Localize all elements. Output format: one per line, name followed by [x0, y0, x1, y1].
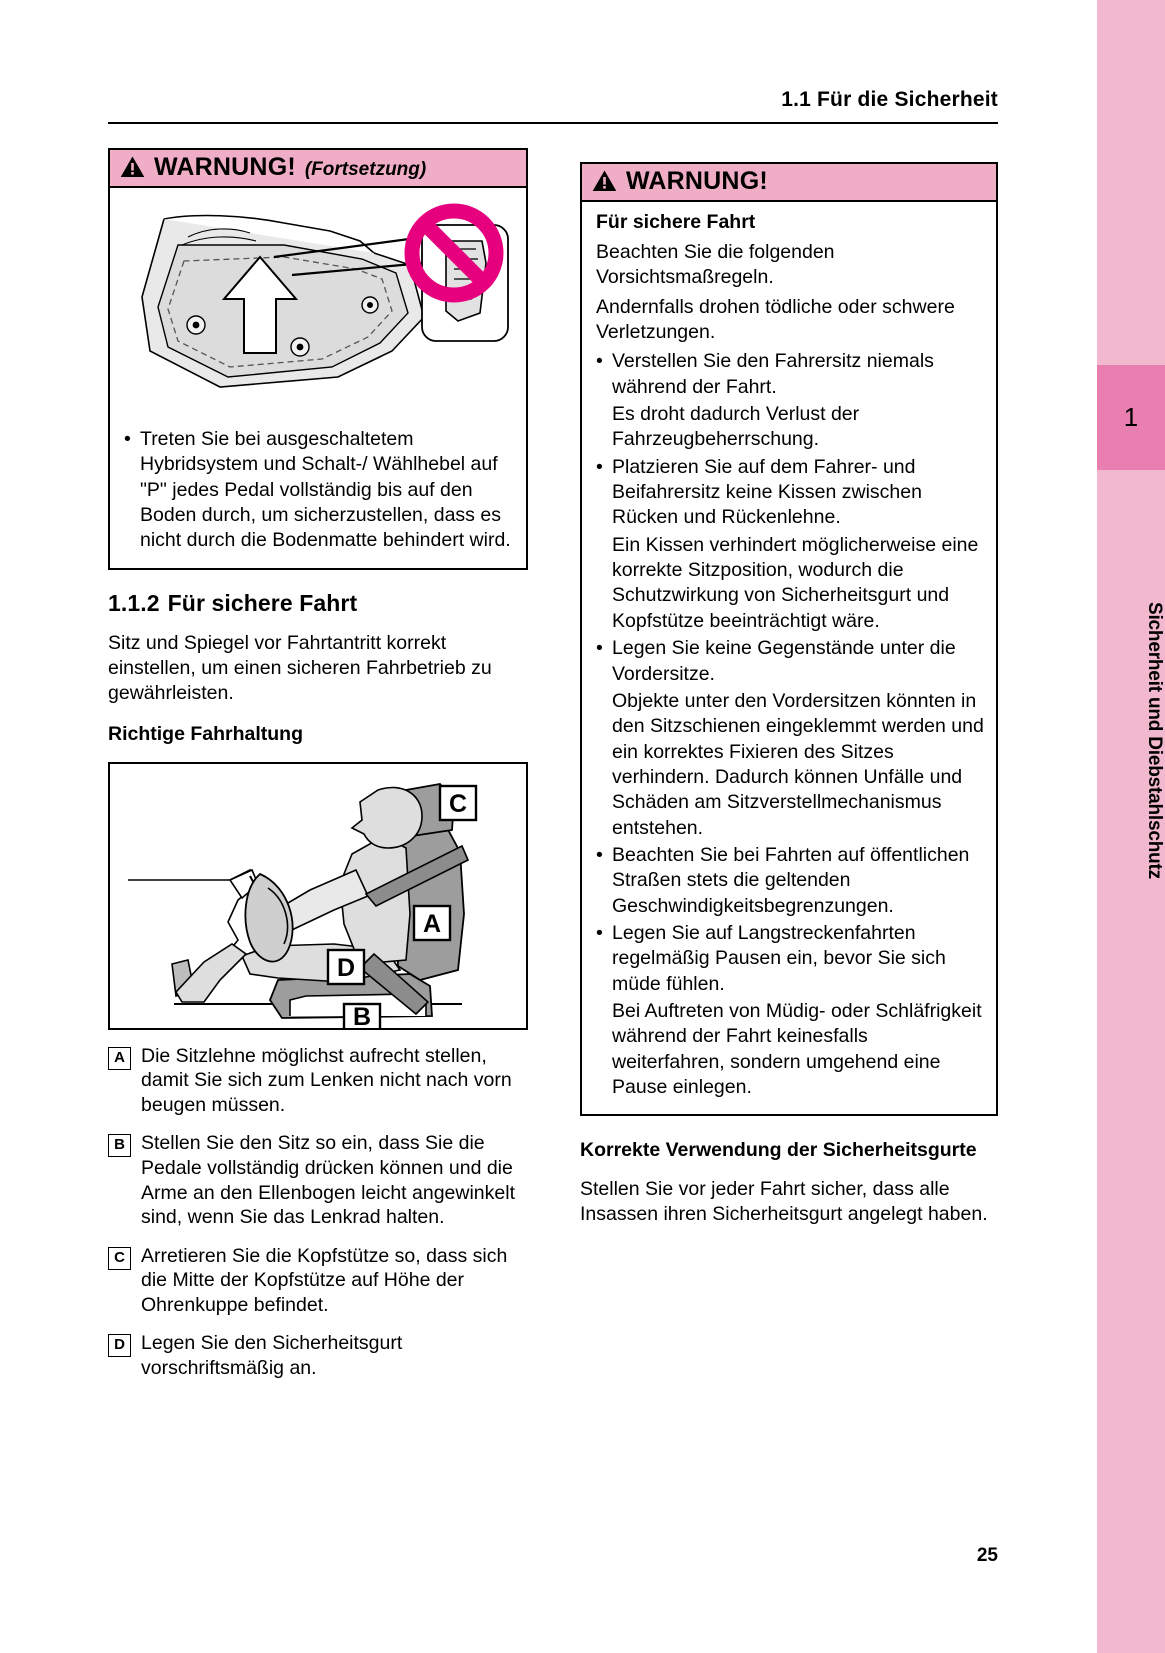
bullet-note: Ein Kissen verhindert möglicherweise ein…: [612, 533, 979, 632]
key-badge-c: C: [108, 1246, 131, 1270]
keyed-text-b: Stellen Sie den Sitz so ein, dass Sie di…: [141, 1132, 515, 1229]
warning-header: WARNUNG! (Fortsetzung): [110, 150, 526, 188]
floor-mat-pedal-figure: [124, 197, 514, 427]
subsection-heading: Richtige Fahrhaltung: [108, 722, 303, 745]
chapter-number-badge: 1: [1097, 365, 1165, 470]
svg-text:B: B: [353, 1003, 371, 1028]
key-badge-b: B: [108, 1134, 131, 1158]
list-item: • Legen Sie keine Gegenstände unter die …: [596, 636, 984, 841]
bullet-text: Beachten Sie bei Fahrten auf öffentliche…: [612, 843, 970, 917]
list-item: A Die Sitzlehne möglichst aufrecht stell…: [108, 1044, 528, 1118]
warning-bullet-list: • Treten Sie bei ausgeschaltetem Hybrids…: [124, 427, 514, 554]
list-item: C Arretieren Sie die Kopfstütze so, dass…: [108, 1244, 528, 1318]
warning-triangle-icon: [592, 170, 617, 192]
chapter-number: 1: [1123, 402, 1139, 432]
warning-triangle-icon: [120, 156, 145, 178]
section-number: 1.1.2: [108, 589, 160, 616]
bullet-dot: •: [596, 455, 603, 478]
bullet-dot: •: [596, 843, 603, 866]
bullet-note: Objekte unter den Vordersitzen könnten i…: [612, 689, 984, 839]
figure-label-d: D: [326, 948, 366, 985]
seatbelt-section-heading: Korrekte Verwendung der Sicherheitsgurte: [580, 1139, 977, 1162]
list-item: • Treten Sie bei ausgeschaltetem Hybrids…: [124, 427, 514, 554]
warning-header: WARNUNG!: [582, 164, 996, 202]
keyed-text-a: Die Sitzlehne möglichst aufrecht stellen…: [141, 1044, 512, 1116]
chapter-side-tab: 1 Sicherheit und Diebstahlschutz: [1097, 0, 1165, 1653]
header-divider: [108, 122, 998, 124]
warning-body: Für sichere Fahrt Beachten Sie die folge…: [582, 202, 996, 1114]
section-intro-paragraph: Sitz und Spiegel vor Fahrtantritt korrek…: [108, 631, 492, 705]
warning-subheading: Für sichere Fahrt: [596, 211, 756, 233]
key-badge-d: D: [108, 1334, 131, 1358]
svg-text:C: C: [449, 790, 467, 818]
page-title: 1.1 Für die Sicherheit: [781, 88, 998, 111]
warning-continuation-label: (Fortsetzung): [304, 159, 427, 180]
right-column: WARNUNG! Für sichere Fahrt Beachten Sie …: [580, 162, 998, 1243]
bullet-note: Bei Auftreten von Müdig- oder Schläfrigk…: [612, 999, 982, 1098]
page-number: 25: [976, 1545, 998, 1566]
figure-label-a: A: [412, 904, 452, 941]
driving-posture-figure: C A D B: [108, 761, 528, 1030]
posture-keyed-list: A Die Sitzlehne möglichst aufrecht stell…: [108, 1044, 528, 1381]
list-item: B Stellen Sie den Sitz so ein, dass Sie …: [108, 1131, 528, 1229]
warning-bullet-list: • Verstellen Sie den Fahrersitz niemals …: [596, 349, 984, 1100]
warning-intro-2: Andernfalls drohen tödliche oder schwere…: [596, 295, 955, 344]
bullet-text: Verstellen Sie den Fahrersitz niemals wä…: [612, 350, 934, 398]
bullet-text: Platzieren Sie auf dem Fahrer- und Beifa…: [612, 455, 922, 529]
list-item: • Beachten Sie bei Fahrten auf öffentlic…: [596, 843, 984, 919]
bullet-dot: •: [124, 428, 131, 450]
left-column: WARNUNG! (Fortsetzung): [108, 148, 528, 1395]
svg-text:A: A: [423, 910, 441, 938]
warning-intro-1: Beachten Sie die folgenden Vorsichtsmaßr…: [596, 241, 835, 289]
keyed-text-d: Legen Sie den Sicherheitsgurt vorschrift…: [141, 1332, 403, 1379]
warning-box-continuation: WARNUNG! (Fortsetzung): [108, 148, 528, 570]
bullet-dot: •: [596, 350, 603, 373]
svg-text:D: D: [337, 954, 355, 982]
bullet-dot: •: [596, 637, 603, 660]
list-item: D Legen Sie den Sicherheitsgurt vorschri…: [108, 1331, 528, 1380]
warning-title: WARNUNG!: [626, 167, 768, 195]
figure-label-b: B: [342, 1002, 382, 1028]
bullet-text: Treten Sie bei ausgeschaltetem Hybridsys…: [140, 428, 511, 552]
chapter-title-vertical: Sicherheit und Diebstahlschutz: [1144, 601, 1165, 879]
bullet-text: Legen Sie auf Langstreckenfahrten regelm…: [612, 921, 946, 995]
section-title: Für sichere Fahrt: [167, 589, 358, 616]
bullet-text: Legen Sie keine Gegenstände unter die Vo…: [612, 637, 956, 685]
bullet-dot: •: [596, 921, 603, 944]
seatbelt-section-body: Stellen Sie vor jeder Fahrt sicher, dass…: [580, 1177, 988, 1226]
warning-box-safe-driving: WARNUNG! Für sichere Fahrt Beachten Sie …: [580, 162, 998, 1117]
section-heading: 1.1.2 Für sichere Fahrt: [108, 590, 528, 617]
warning-title: WARNUNG!: [154, 153, 296, 181]
bullet-note: Es droht dadurch Verlust der Fahrzeugbeh…: [612, 403, 860, 451]
figure-label-c: C: [438, 784, 478, 821]
list-item: • Platzieren Sie auf dem Fahrer- und Bei…: [596, 455, 984, 634]
keyed-text-c: Arretieren Sie die Kopfstütze so, dass s…: [141, 1244, 508, 1316]
list-item: • Legen Sie auf Langstreckenfahrten rege…: [596, 921, 984, 1100]
list-item: • Verstellen Sie den Fahrersitz niemals …: [596, 349, 984, 452]
key-badge-a: A: [108, 1046, 131, 1070]
warning-body: • Treten Sie bei ausgeschaltetem Hybrids…: [110, 188, 526, 568]
